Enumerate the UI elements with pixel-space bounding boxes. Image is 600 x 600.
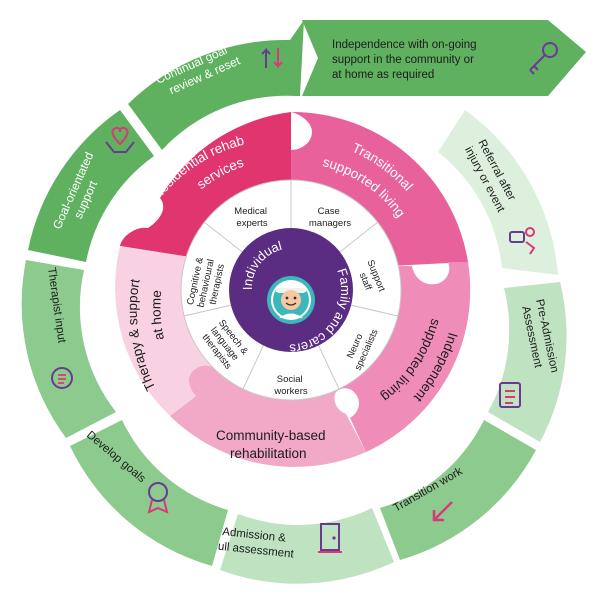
social-workers-label: Social workers [273,374,308,397]
community-label: Community-based [216,428,326,443]
community-label-2: rehabilitation [230,446,307,461]
door-icon [318,523,342,553]
therapist-input-segment [21,260,116,438]
continual-review-segment [128,20,304,150]
goal-orientated-segment [28,110,154,262]
arrow-icon [432,501,453,522]
admission-segment [220,508,394,584]
transition-segment [380,420,536,560]
outer-ring: Independence with on-going support in th… [21,20,586,584]
person-avatar-icon [267,276,315,324]
transitional-sector [291,111,468,266]
independence-segment [302,20,586,96]
residential-sector [120,112,291,258]
therapy-home-label-2: at home [148,289,167,341]
case-managers-label: Case managers [309,206,351,229]
therapy-home-sector [115,246,232,416]
inner-ring-dividers [183,180,399,390]
rosette-icon [147,482,169,514]
referral-segment [438,110,558,275]
chat-icon [51,367,73,389]
medical-experts-label: Medical experts [234,206,269,229]
key-icon [529,42,558,75]
clipboard-icon [499,382,521,408]
independent-sector [336,262,471,452]
heart-hands-icon [105,126,135,153]
core: Individual Family and carers [229,228,353,357]
referral-icon [509,227,536,255]
independence-label: Independence with on-going support in th… [332,39,480,81]
middle-ring: Residential rehab services Transitional … [115,111,471,467]
cycle-arrows-icon [261,47,283,69]
